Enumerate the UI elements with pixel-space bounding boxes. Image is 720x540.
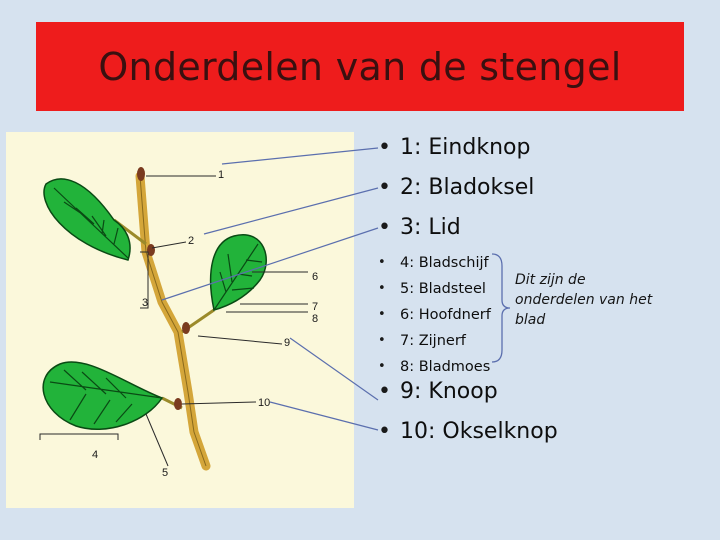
list-item: 7: Zijnerf — [378, 328, 491, 354]
parts-end-list: 9: Knoop 10: Okselknop — [378, 372, 558, 452]
list-item: 9: Knoop — [378, 372, 558, 412]
slide-title: Onderdelen van de stengel — [98, 44, 622, 89]
terminal-bud — [137, 167, 145, 181]
callout-6: 6 — [312, 271, 318, 283]
list-item: 6: Hoofdnerf — [378, 302, 491, 328]
list-item: 8: Bladmoes — [378, 354, 491, 380]
list-item: 4: Bladschijf — [378, 250, 491, 276]
callout-2: 2 — [188, 235, 194, 247]
callout-9: 9 — [284, 337, 290, 349]
axillary-bud-middle — [182, 322, 190, 334]
stem-illustration: 1 2 3 4 5 6 7 8 9 10 — [39, 167, 318, 479]
leaf-note: Dit zijn de onderdelen van het blad — [515, 272, 653, 328]
leaf-parts-bracket — [491, 253, 511, 363]
leaf-parts-list: 4: Bladschijf 5: Bladsteel 6: Hoofdnerf … — [378, 250, 491, 380]
callout-10: 10 — [258, 397, 270, 409]
stem-diagram: 1 2 3 4 5 6 7 8 9 10 — [6, 132, 354, 508]
list-item: 5: Bladsteel — [378, 276, 491, 302]
leaf-top-left-veins — [53, 187, 129, 259]
axillary-bud-top — [147, 244, 155, 256]
callout-5: 5 — [162, 467, 168, 479]
leaf-bottom-veins — [49, 369, 163, 425]
axillary-bud-bottom — [174, 398, 182, 410]
parts-main-list: 1: Eindknop 2: Bladoksel 3: Lid — [378, 128, 534, 248]
list-item: 10: Okselknop — [378, 412, 558, 452]
title-banner: Onderdelen van de stengel — [36, 22, 684, 111]
callout-8: 8 — [312, 313, 318, 325]
list-item: 3: Lid — [378, 208, 534, 248]
callout-7: 7 — [312, 301, 318, 313]
list-item: 1: Eindknop — [378, 128, 534, 168]
callout-4: 4 — [92, 449, 98, 461]
callout-1: 1 — [218, 169, 224, 181]
callout-3: 3 — [142, 297, 148, 309]
list-item: 2: Bladoksel — [378, 168, 534, 208]
